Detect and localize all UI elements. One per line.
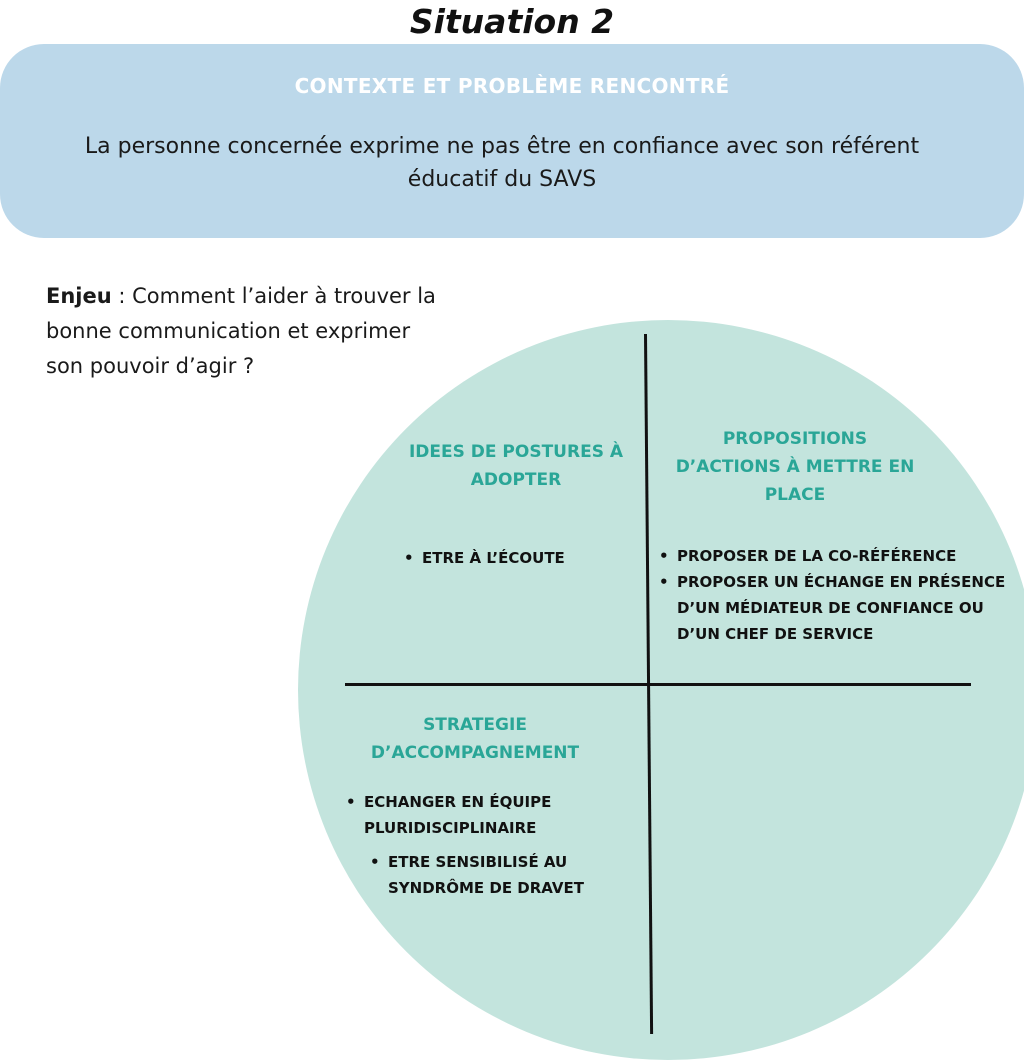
context-heading: CONTEXTE ET PROBLÈME RENCONTRÉ xyxy=(294,74,730,98)
enjeu-separator: : xyxy=(111,284,133,308)
postures-list: • ETRE À L’ÉCOUTE xyxy=(402,545,630,571)
actions-item-text: PROPOSER UN ÉCHANGE EN PRÉSENCE D’UN MÉD… xyxy=(677,573,1006,643)
list-item: • ETRE À L’ÉCOUTE xyxy=(402,545,630,571)
bullet-icon: • xyxy=(370,853,380,871)
bullet-icon: • xyxy=(659,573,669,591)
strategie-item-text: ECHANGER EN ÉQUIPE PLURIDISCIPLINAIRE xyxy=(364,793,552,837)
list-item: • ECHANGER EN ÉQUIPE PLURIDISCIPLINAIRE xyxy=(344,789,634,841)
postures-item-text: ETRE À L’ÉCOUTE xyxy=(422,549,565,567)
actions-item-text: PROPOSER DE LA CO-RÉFÉRENCE xyxy=(677,547,957,565)
bullet-icon: • xyxy=(404,549,414,567)
bullet-icon: • xyxy=(659,547,669,565)
quadrant-circle xyxy=(298,320,1024,1060)
postures-title: IDEES DE POSTURES À ADOPTER xyxy=(408,442,624,490)
strategie-item-text: ETRE SENSIBILISÉ AU SYNDRÔME DE DRAVET xyxy=(388,853,584,897)
enjeu-statement: Enjeu : Comment l’aider à trouver la bon… xyxy=(46,279,446,384)
list-item: • ETRE SENSIBILISÉ AU SYNDRÔME DE DRAVET xyxy=(368,849,634,901)
bullet-icon: • xyxy=(346,793,356,811)
list-item: • PROPOSER UN ÉCHANGE EN PRÉSENCE D’UN M… xyxy=(657,569,1013,647)
strategie-list: • ECHANGER EN ÉQUIPE PLURIDISCIPLINAIRE … xyxy=(344,789,634,901)
strategie-title: STRATEGIE D’ACCOMPAGNEMENT xyxy=(370,715,580,763)
actions-title: PROPOSITIONS D’ACTIONS À METTRE EN PLACE xyxy=(675,429,915,505)
actions-list: • PROPOSER DE LA CO-RÉFÉRENCE • PROPOSER… xyxy=(657,543,1013,647)
horizontal-divider xyxy=(345,683,971,686)
enjeu-label: Enjeu xyxy=(46,284,112,308)
page-title: Situation 2 xyxy=(409,2,615,41)
enjeu-text: Comment l’aider à trouver la bonne commu… xyxy=(46,284,436,378)
context-panel: CONTEXTE ET PROBLÈME RENCONTRÉ La person… xyxy=(0,44,1024,238)
list-item: • PROPOSER DE LA CO-RÉFÉRENCE xyxy=(657,543,1013,569)
context-description: La personne concernée exprime ne pas êtr… xyxy=(84,134,920,192)
